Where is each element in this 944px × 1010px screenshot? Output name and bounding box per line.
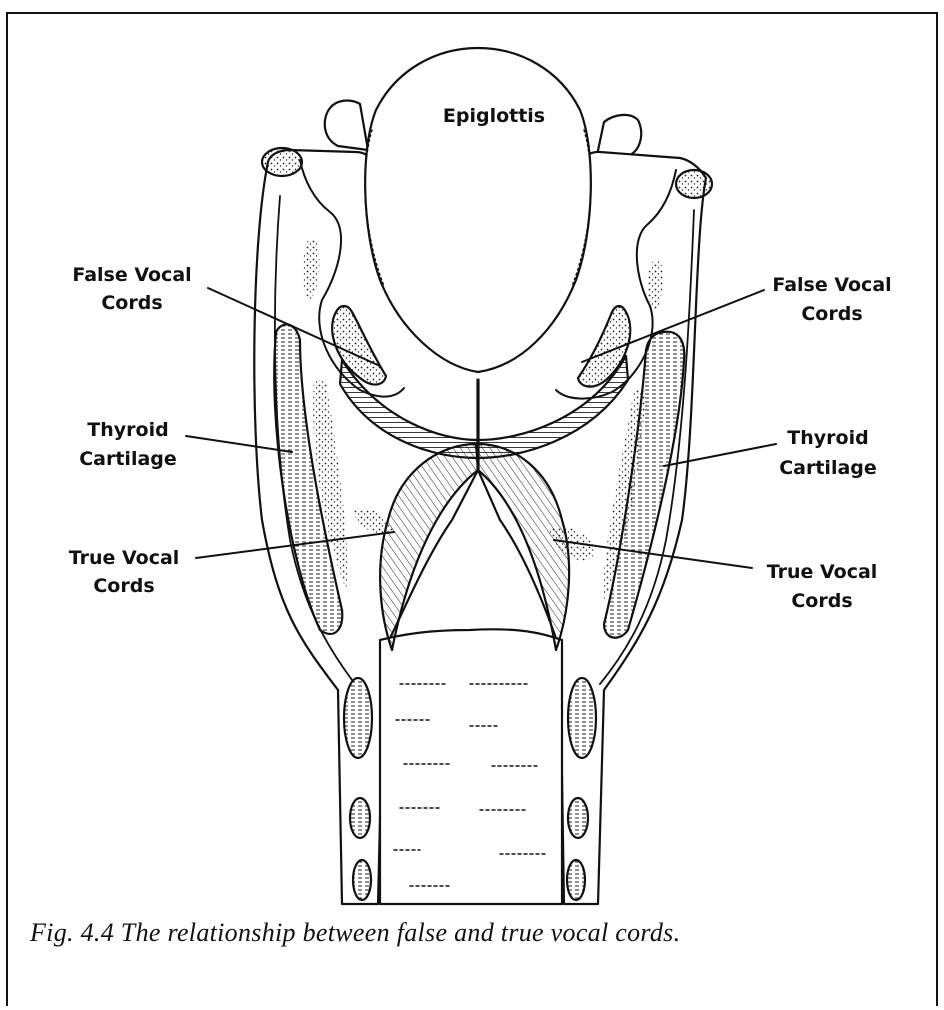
label-false-vocal-left-line1: False Vocal	[72, 264, 191, 286]
label-true-vocal-left-line1: True Vocal	[69, 547, 180, 569]
label-false-vocal-right-line1: False Vocal	[772, 274, 891, 296]
label-thyroid-right-line1: Thyroid	[787, 427, 868, 449]
label-false-vocal-left-line2: Cords	[101, 292, 162, 314]
figure-caption: Fig. 4.4 The relationship between false …	[30, 918, 680, 948]
label-epiglottis: Epiglottis	[443, 105, 545, 127]
larynx-drawing	[254, 48, 712, 904]
label-true-vocal-right-line1: True Vocal	[767, 561, 878, 583]
label-thyroid-right-line2: Cartilage	[779, 457, 877, 479]
label-thyroid-left-line2: Cartilage	[79, 448, 177, 470]
label-true-vocal-left-line2: Cords	[93, 575, 154, 597]
label-thyroid-left-line1: Thyroid	[87, 419, 168, 441]
label-false-vocal-right-line2: Cords	[801, 303, 862, 325]
label-true-vocal-right-line2: Cords	[791, 590, 852, 612]
